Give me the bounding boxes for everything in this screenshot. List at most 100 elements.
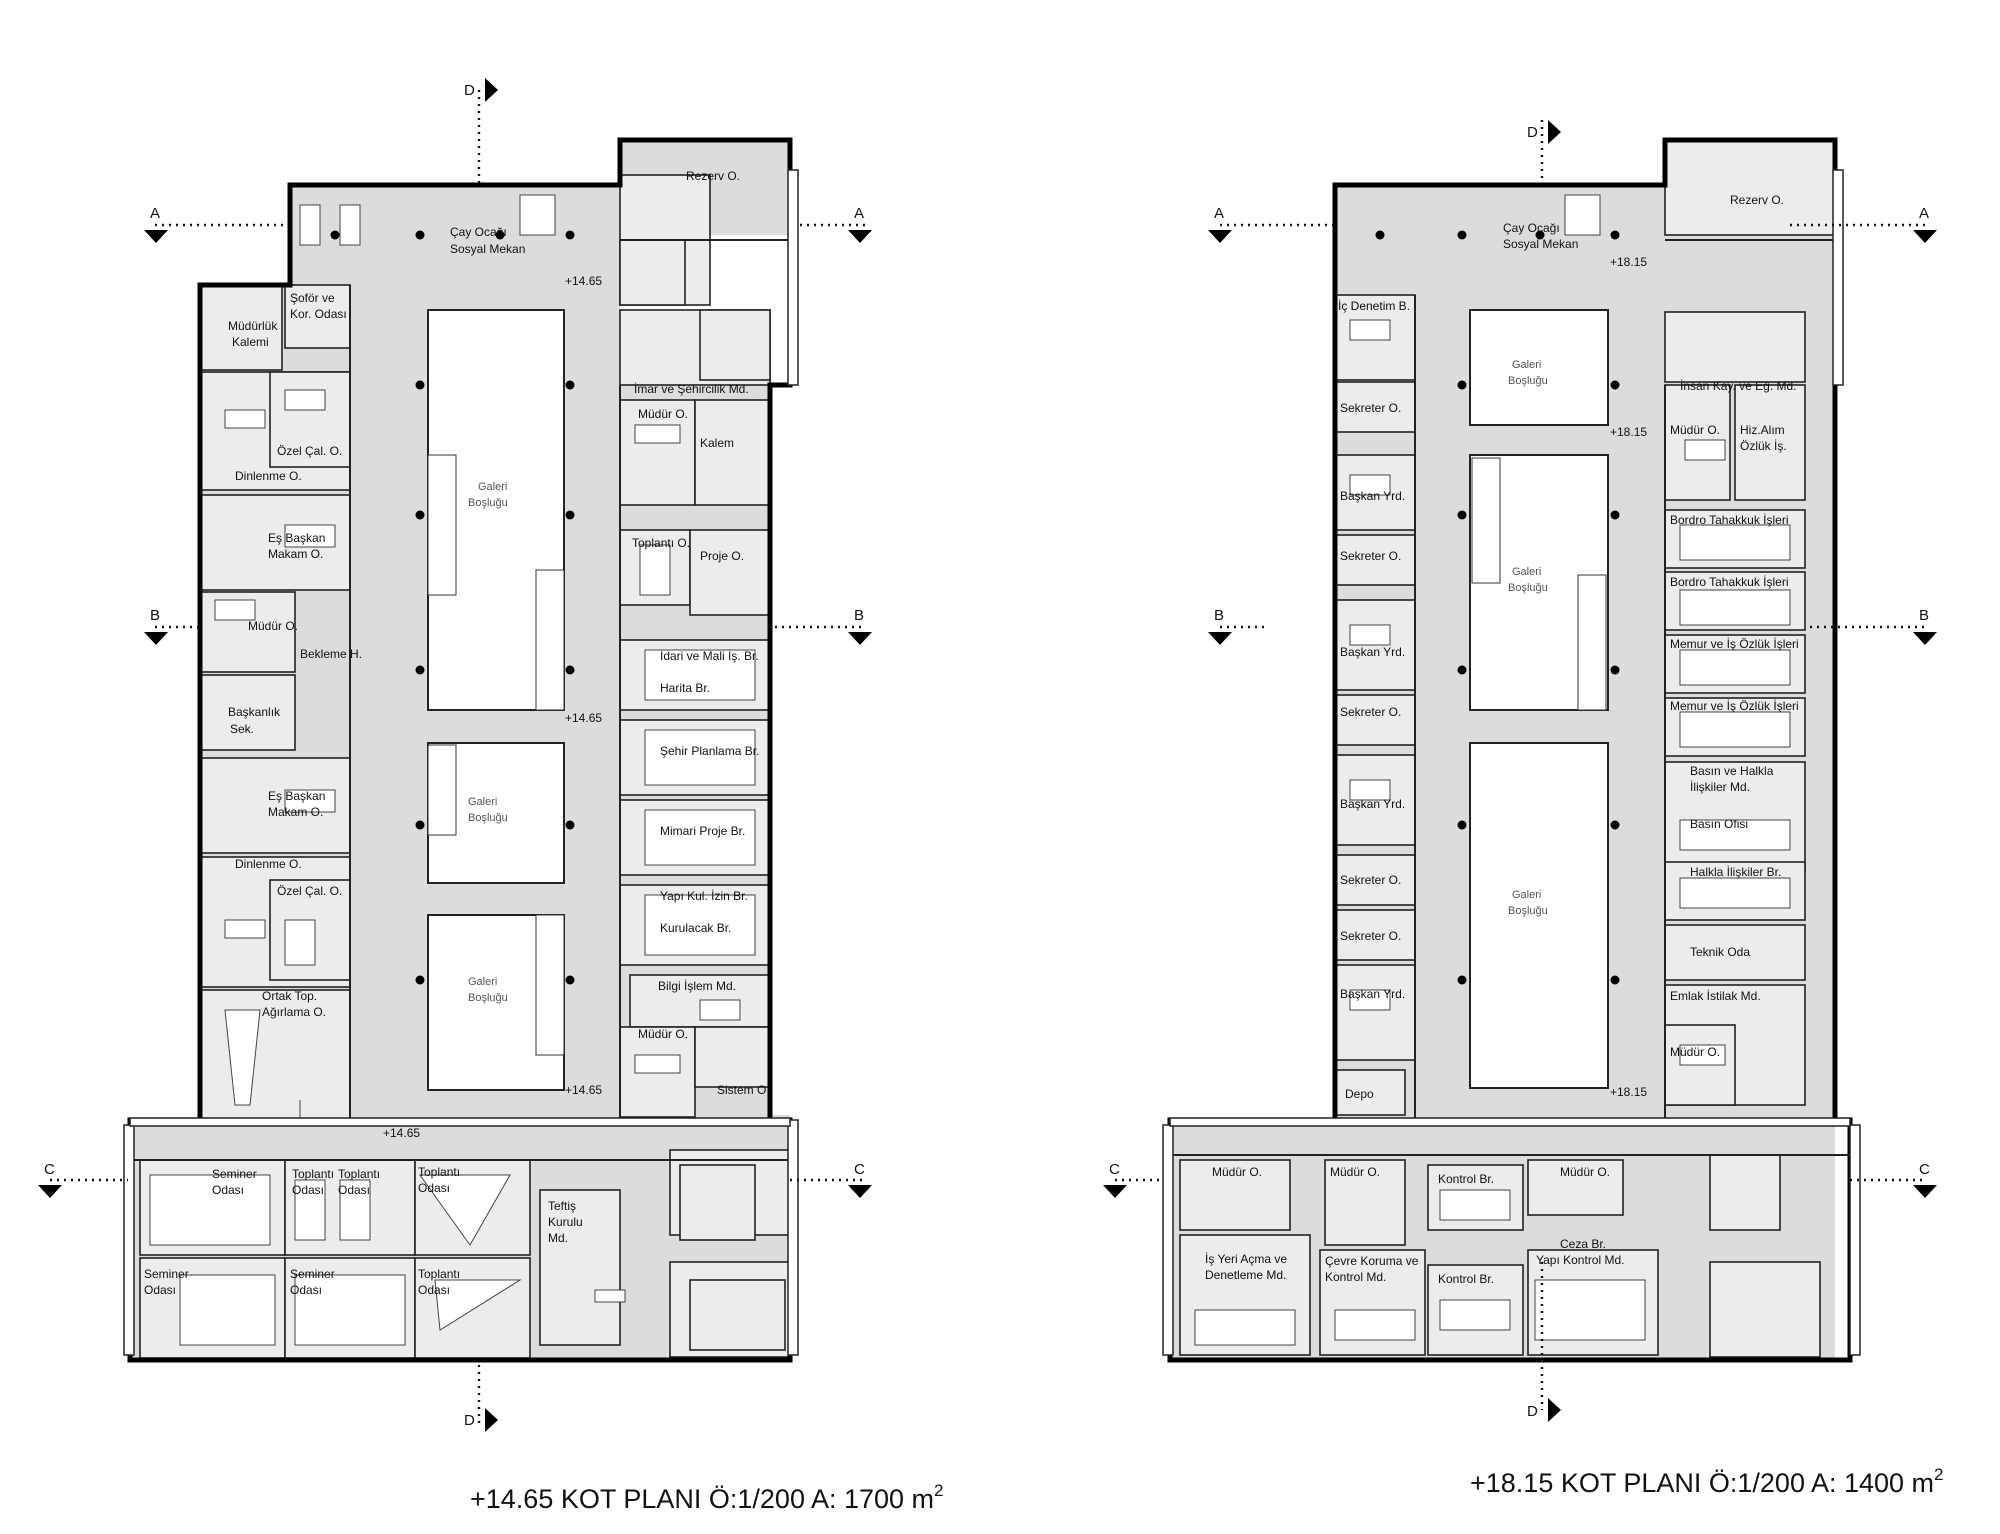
room-label: İmar ve Şehircilik Md. (634, 382, 749, 396)
room-label: Odası (418, 1181, 450, 1195)
room-label: Şehir Planlama Br. (660, 744, 759, 758)
room-label: Rezerv O. (686, 169, 740, 183)
plan-1815-title-text: +18.15 KOT PLANI Ö:1/200 A: 1400 m (1470, 1468, 1934, 1498)
room-label: Makam O. (268, 547, 323, 561)
room-label: Ceza Br. (1560, 1237, 1606, 1251)
room-label: Seminer (290, 1267, 335, 1281)
room-label: Galeri (1512, 889, 1541, 901)
room-label: Memur ve İş Özlük İşleri (1670, 699, 1799, 713)
room-label: Müdür O. (248, 619, 298, 633)
room-label: Başkanlık (228, 705, 281, 719)
room-label: Galeri (468, 796, 497, 808)
room-label: Kor. Odası (290, 307, 347, 321)
room-label: Müdür O. (1670, 423, 1720, 437)
room-label: Toplantı O. (632, 536, 690, 550)
room-label: İlişkiler Md. (1690, 780, 1750, 794)
room-label: Müdür O. (1212, 1165, 1262, 1179)
room-label: Toplantı (338, 1167, 380, 1181)
room-label: Seminer (144, 1267, 189, 1281)
room-label: Galeri (1512, 359, 1541, 371)
room-label: Rezerv O. (1730, 193, 1784, 207)
section-label-b-left: B (150, 607, 160, 624)
plan-1815-galleries (1469, 309, 1609, 1089)
plan-1815-columns (1375, 230, 1620, 985)
room-label: Çay Ocağı (1503, 221, 1560, 235)
room-label: Bilgi İşlem Md. (658, 979, 736, 993)
room-label: Şoför ve (290, 291, 335, 305)
plan-1465-columns (330, 230, 575, 985)
room-label: Müdür O. (638, 1027, 688, 1041)
room-label: Özel Çal. O. (277, 884, 342, 898)
room-label: Kontrol Br. (1438, 1272, 1494, 1286)
room-label: Kurulacak Br. (660, 921, 731, 935)
level-mark: +18.15 (1610, 425, 1647, 439)
room-label: İş Yeri Açma ve (1205, 1252, 1287, 1266)
section-label-d-bottom: D (1527, 1403, 1538, 1420)
room-label: Ortak Top. (262, 989, 317, 1003)
room-label: Bordro Tahakkuk İşleri (1670, 575, 1789, 589)
level-mark: +14.65 (565, 1083, 602, 1097)
gallery-void-1 (1469, 309, 1609, 426)
room-label: Sekreter O. (1340, 929, 1401, 943)
room-label: Kontrol Md. (1325, 1270, 1386, 1284)
level-mark: +14.65 (565, 711, 602, 725)
room-label: Bordro Tahakkuk İşleri (1670, 513, 1789, 527)
room-label: Sosyal Mekan (1503, 237, 1578, 251)
room-label: Harita Br. (660, 681, 710, 695)
room-label: Odası (418, 1283, 450, 1297)
level-mark: +14.65 (383, 1126, 420, 1140)
room-label: Dinlenme O. (235, 469, 302, 483)
section-label-c-left: C (1109, 1161, 1120, 1178)
room-label: Sekreter O. (1340, 549, 1401, 563)
room-label: Basın Ofisi (1690, 817, 1748, 831)
room-label: Kalem (700, 436, 734, 450)
section-label-b-left: B (1214, 607, 1224, 624)
room-label: Odası (290, 1283, 322, 1297)
plan-titles: +14.65 KOT PLANI Ö:1/200 A: 1700 m2 +18.… (470, 1465, 1944, 1514)
plan-1465-cores (619, 239, 786, 1351)
room-label: Sekreter O. (1340, 401, 1401, 415)
section-label-d-top: D (1527, 124, 1538, 141)
room-label: Sekreter O. (1340, 873, 1401, 887)
room-label: Basın ve Halkla (1690, 764, 1774, 778)
plan-1465-left-rooms (199, 284, 351, 1121)
gallery-void-3 (1469, 742, 1609, 1089)
plan-1815-furniture (1194, 194, 1791, 1346)
room-label: Odası (212, 1183, 244, 1197)
room-label: Sistem O. (717, 1083, 770, 1097)
room-label: Odası (144, 1283, 176, 1297)
section-label-c-right: C (854, 1161, 865, 1178)
room-label: Boşluğu (468, 812, 508, 824)
room-label: Başkan Yrd. (1340, 797, 1405, 811)
plan-1465-section-arrows (38, 78, 872, 1432)
plan-1465-title: +14.65 KOT PLANI Ö:1/200 A: 1700 m2 (470, 1481, 944, 1514)
room-label: Hiz.Alım (1740, 423, 1785, 437)
room-label: Halkla İlişkiler Br. (1690, 865, 1781, 879)
section-label-a-right: A (854, 205, 864, 222)
room-label: İnsan Kay. ve Eğ. Md. (1680, 379, 1797, 393)
plan-1465-galleries (427, 309, 565, 1091)
level-mark: +14.65 (565, 274, 602, 288)
room-label: Proje O. (700, 549, 744, 563)
room-label: Seminer (212, 1167, 257, 1181)
level-mark: +18.15 (1610, 1085, 1647, 1099)
room-label: Müdür O. (1560, 1165, 1610, 1179)
gallery-stairs (427, 454, 565, 1056)
section-label-b-right: B (1919, 607, 1929, 624)
plan-1465: A A B B C C D D +14.65 +14.65 +14.65 +14… (38, 78, 872, 1432)
section-label-b-right: B (854, 607, 864, 624)
room-label: Başkan Yrd. (1340, 489, 1405, 503)
room-label: Odası (292, 1183, 324, 1197)
room-label: Toplantı (418, 1267, 460, 1281)
room-label: Müdür O. (1670, 1045, 1720, 1059)
room-label: Başkan Yrd. (1340, 645, 1405, 659)
room-label: Teftiş (548, 1199, 576, 1213)
room-label: Emlak İstilak Md. (1670, 989, 1761, 1003)
section-label-c-right: C (1919, 1161, 1930, 1178)
section-label-d-top: D (464, 82, 475, 99)
plan-1815-level-marks: +18.15 +18.15 +18.15 (1610, 255, 1647, 1099)
room-label: Teknik Oda (1690, 945, 1750, 959)
plan-1815-facade-strips (1162, 169, 1861, 1356)
room-label: Müdür O. (1330, 1165, 1380, 1179)
